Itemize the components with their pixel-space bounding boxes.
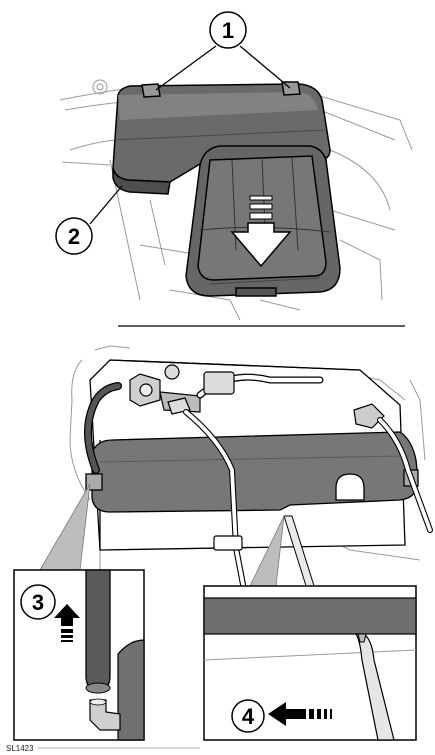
left-arrow-icon bbox=[268, 702, 332, 726]
callout-1-label: 1 bbox=[222, 18, 234, 43]
terminal-nut bbox=[164, 364, 180, 380]
down-arrow-icon bbox=[230, 195, 292, 268]
inset-release-detail: 4 bbox=[203, 585, 417, 741]
top-panel: 1 2 bbox=[55, 11, 413, 321]
callout-2: 2 bbox=[55, 185, 123, 255]
battery-cover-strip bbox=[85, 431, 419, 513]
battery-terminals bbox=[129, 364, 385, 429]
battery-cover-flap bbox=[185, 145, 341, 297]
reference-code: SL1423 bbox=[6, 744, 34, 753]
up-arrow-icon bbox=[54, 604, 80, 642]
inset-clip-detail: 3 bbox=[13, 569, 145, 741]
mounting-bolt bbox=[92, 79, 108, 95]
callout-3: 3 bbox=[20, 584, 56, 620]
bottom-panel: 3 4 bbox=[13, 345, 433, 741]
cable-connector bbox=[203, 371, 243, 551]
callout-1: 1 bbox=[155, 11, 291, 91]
callout-3-label: 3 bbox=[32, 590, 44, 615]
cover-clip-left bbox=[141, 83, 161, 98]
callout-4-label: 4 bbox=[242, 704, 255, 729]
callout-2-label: 2 bbox=[68, 224, 80, 249]
callout-4: 4 bbox=[231, 699, 265, 733]
flap-tab bbox=[235, 287, 277, 297]
